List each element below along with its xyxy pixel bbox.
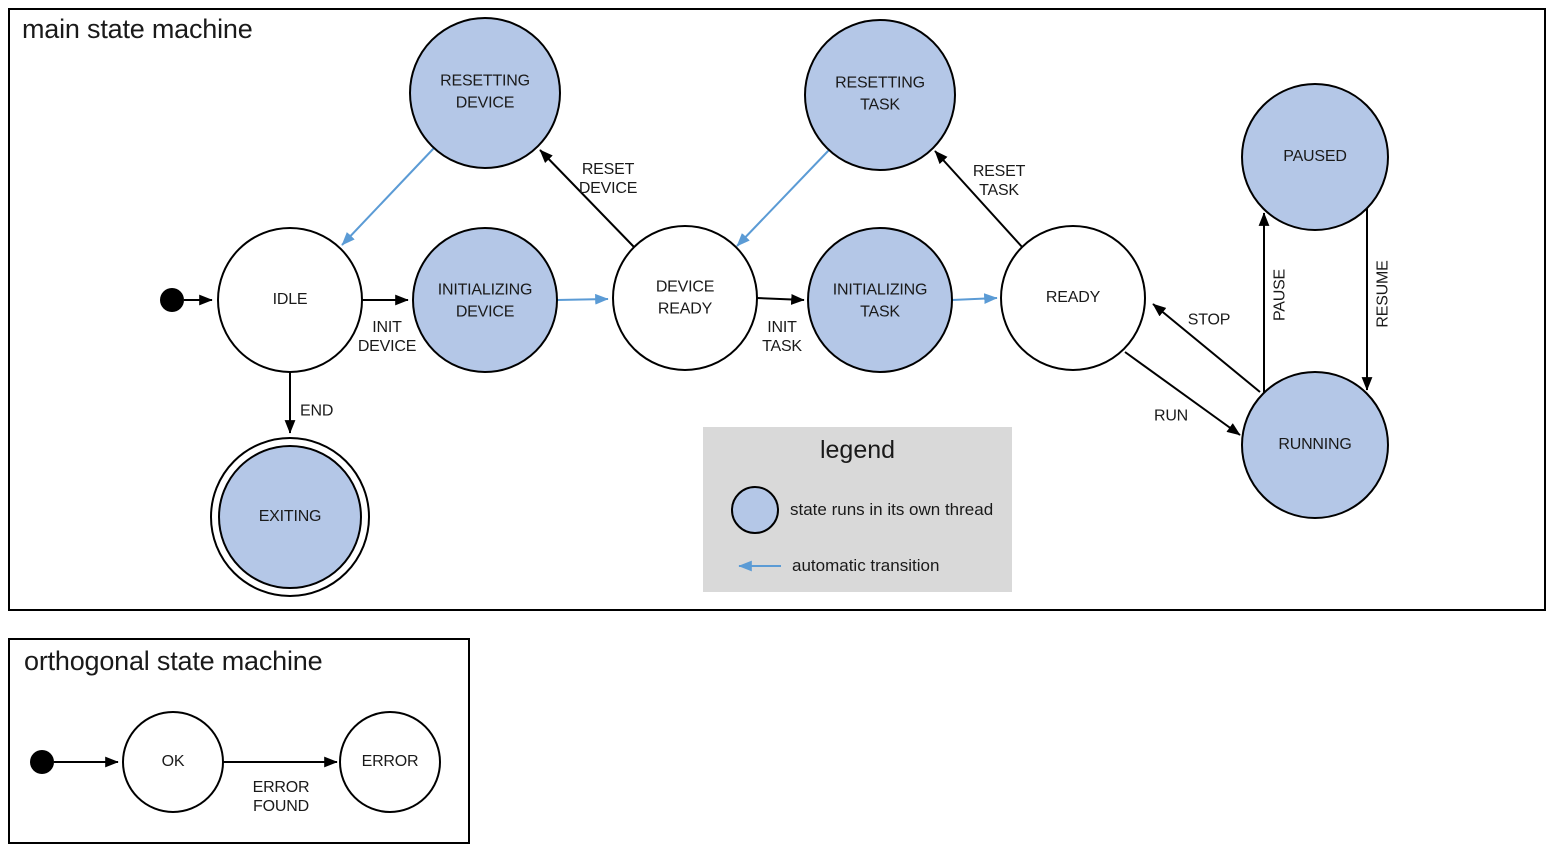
transition-label-pause: PAUSE bbox=[1271, 268, 1289, 322]
transition-auto-resettask-to-deviceready bbox=[736, 149, 830, 247]
legend-title: legend bbox=[819, 436, 896, 464]
transition-stop bbox=[1152, 303, 1261, 393]
state-label-paused: PAUSED bbox=[1283, 148, 1347, 166]
state-label-idle: IDLE bbox=[272, 291, 308, 309]
main-machine-title: main state machine bbox=[22, 14, 253, 44]
transition-label-stop: STOP bbox=[1187, 311, 1231, 329]
transition-label-init-device: INIT DEVICE bbox=[357, 318, 417, 355]
state-circle-paused bbox=[1241, 83, 1389, 231]
transition-label-end: END bbox=[300, 402, 334, 420]
state-circle-initializing-task bbox=[807, 227, 953, 373]
state-label-device-ready: DEVICE READY bbox=[655, 278, 715, 317]
state-label-initializing-device: INITIALIZING DEVICE bbox=[437, 281, 533, 320]
legend-item-threaded-state: state runs in its own thread bbox=[790, 500, 994, 519]
state-label-error: ERROR bbox=[361, 753, 419, 771]
state-circle-error bbox=[339, 711, 441, 813]
state-label-running: RUNNING bbox=[1278, 436, 1352, 454]
orthogonal-machine-title: orthogonal state machine bbox=[24, 646, 323, 676]
transition-label-run: RUN bbox=[1153, 407, 1189, 425]
main-machine-frame bbox=[8, 8, 1546, 611]
transition-auto-initdev-to-deviceready bbox=[556, 293, 609, 305]
transition-label-error-found: ERROR FOUND bbox=[252, 778, 310, 815]
transition-run bbox=[1124, 351, 1241, 436]
state-circle-exiting-inner bbox=[218, 445, 362, 589]
transition-label-resume: RESUME bbox=[1374, 260, 1392, 328]
transition-reset-device bbox=[539, 149, 635, 248]
state-circle-initializing-device bbox=[412, 227, 558, 373]
transition-label-reset-task: RESET TASK bbox=[972, 162, 1026, 199]
transition-auto-resetdev-to-idle bbox=[341, 147, 435, 246]
orthogonal-machine-frame bbox=[8, 638, 470, 844]
state-circle-running bbox=[1241, 371, 1389, 519]
state-circle-device-ready bbox=[612, 225, 758, 371]
legend-threaded-state-icon bbox=[731, 486, 779, 534]
transition-init-task bbox=[756, 294, 805, 305]
transition-reset-task bbox=[934, 150, 1024, 249]
state-circle-resetting-device bbox=[409, 17, 561, 169]
state-circle-resetting-task bbox=[804, 19, 956, 171]
legend-item-automatic-transition: automatic transition bbox=[792, 556, 940, 575]
transition-auto-inittask-to-ready bbox=[951, 293, 998, 304]
initial-state-dot-orthogonal bbox=[30, 750, 54, 774]
state-label-ready: READY bbox=[1045, 289, 1101, 307]
state-circle-idle bbox=[217, 227, 363, 373]
initial-state-dot-main bbox=[160, 288, 184, 312]
state-label-initializing-task: INITIALIZING TASK bbox=[832, 281, 928, 320]
state-label-exiting: EXITING bbox=[258, 508, 322, 526]
state-circle-ok bbox=[122, 711, 224, 813]
state-label-ok: OK bbox=[161, 753, 185, 771]
state-circle-ready bbox=[1000, 225, 1146, 371]
transition-label-init-task: INIT TASK bbox=[762, 318, 802, 355]
state-label-resetting-device: RESETTING DEVICE bbox=[440, 72, 530, 111]
state-label-resetting-task: RESETTING TASK bbox=[835, 74, 925, 113]
transition-label-reset-device: RESET DEVICE bbox=[578, 160, 638, 197]
